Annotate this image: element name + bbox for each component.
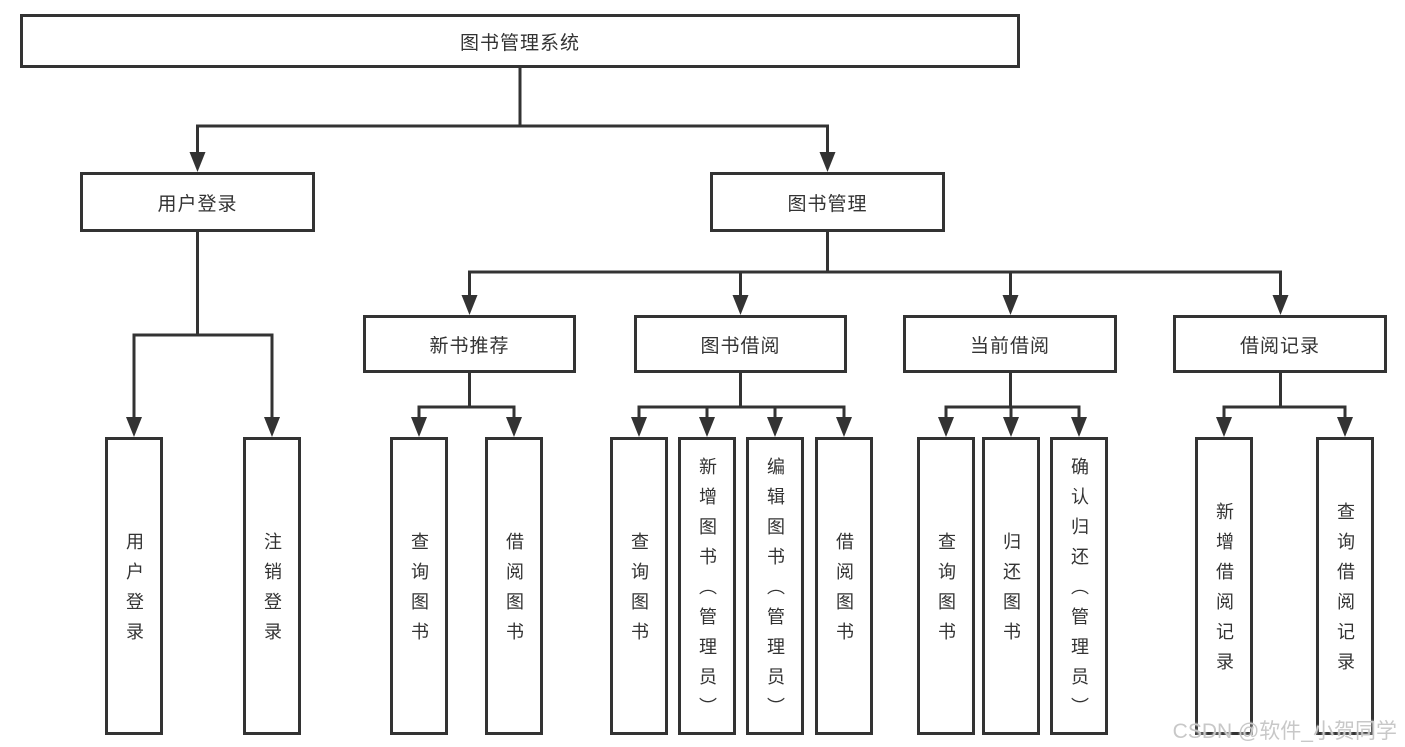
connector-book-borrow-to-leaves	[631, 373, 852, 437]
leaf-label: 编辑图书（管理员）	[765, 457, 785, 727]
node-label: 当前借阅	[969, 335, 1050, 357]
arrow-down-icon	[264, 417, 280, 437]
arrow-down-icon	[819, 152, 836, 172]
node-label: 图书管理系统	[459, 32, 580, 54]
leaf-user-login: 用户登录	[105, 437, 163, 735]
leaf-borrow-books: 借阅图书	[815, 437, 873, 735]
connector-book-mgmt-to-groups	[461, 232, 1289, 315]
arrow-down-icon	[506, 417, 522, 437]
leaf-edit-book-admin: 编辑图书（管理员）	[746, 437, 804, 735]
node-library-management-system: 图书管理系统	[20, 14, 1020, 68]
leaf-label: 注销登录	[262, 532, 282, 652]
leaf-confirm-return-admin: 确认归还（管理员）	[1050, 437, 1108, 735]
node-new-book-recommendation: 新书推荐	[363, 315, 576, 373]
leaf-query-borrow-record: 查询借阅记录	[1316, 437, 1374, 735]
arrow-down-icon	[1003, 417, 1019, 437]
connector-user-login-to-leaves	[126, 232, 280, 437]
leaf-label: 新增图书（管理员）	[697, 457, 717, 727]
arrow-down-icon	[1071, 417, 1087, 437]
node-label: 图书借阅	[700, 335, 781, 357]
connector-current-borrow-to-leaves	[938, 373, 1087, 437]
connector-records-to-leaves	[1216, 373, 1353, 437]
leaf-add-borrow-record: 新增借阅记录	[1195, 437, 1253, 735]
arrow-down-icon	[1272, 295, 1289, 315]
leaf-label: 查询图书	[629, 532, 649, 652]
arrow-down-icon	[732, 295, 749, 315]
node-book-borrowing: 图书借阅	[634, 315, 847, 373]
leaf-label: 新增借阅记录	[1214, 502, 1234, 682]
connector-root-to-level1	[189, 68, 836, 172]
leaf-query-books: 查询图书	[610, 437, 668, 735]
leaf-label: 查询图书	[409, 532, 429, 652]
arrow-down-icon	[411, 417, 427, 437]
leaf-query-books: 查询图书	[917, 437, 975, 735]
arrow-down-icon	[938, 417, 954, 437]
leaf-add-book-admin: 新增图书（管理员）	[678, 437, 736, 735]
arrow-down-icon	[126, 417, 142, 437]
leaf-logout: 注销登录	[243, 437, 301, 735]
leaf-label: 借阅图书	[834, 532, 854, 652]
node-current-borrowing: 当前借阅	[903, 315, 1117, 373]
node-label: 借阅记录	[1239, 335, 1320, 357]
leaf-label: 确认归还（管理员）	[1069, 457, 1089, 727]
node-book-management: 图书管理	[710, 172, 945, 232]
leaf-label: 归还图书	[1001, 532, 1021, 652]
leaf-return-books: 归还图书	[982, 437, 1040, 735]
node-user-login: 用户登录	[80, 172, 315, 232]
leaf-label: 查询图书	[936, 532, 956, 652]
node-label: 图书管理	[787, 193, 868, 215]
node-borrowing-records: 借阅记录	[1173, 315, 1387, 373]
arrow-down-icon	[631, 417, 647, 437]
leaf-label: 用户登录	[124, 532, 144, 652]
node-label: 用户登录	[157, 193, 238, 215]
leaf-label: 借阅图书	[504, 532, 524, 652]
node-label: 新书推荐	[429, 335, 510, 357]
arrow-down-icon	[1002, 295, 1019, 315]
arrow-down-icon	[1216, 417, 1232, 437]
arrow-down-icon	[836, 417, 852, 437]
arrow-down-icon	[461, 295, 478, 315]
arrow-down-icon	[1337, 417, 1353, 437]
csdn-watermark: CSDN @软件_小贺同学	[1172, 720, 1397, 743]
connector-new-books-to-leaves	[411, 373, 522, 437]
arrow-down-icon	[767, 417, 783, 437]
leaf-label: 查询借阅记录	[1335, 502, 1355, 682]
leaf-query-books: 查询图书	[390, 437, 448, 735]
arrow-down-icon	[699, 417, 715, 437]
arrow-down-icon	[189, 152, 206, 172]
leaf-borrow-books: 借阅图书	[485, 437, 543, 735]
